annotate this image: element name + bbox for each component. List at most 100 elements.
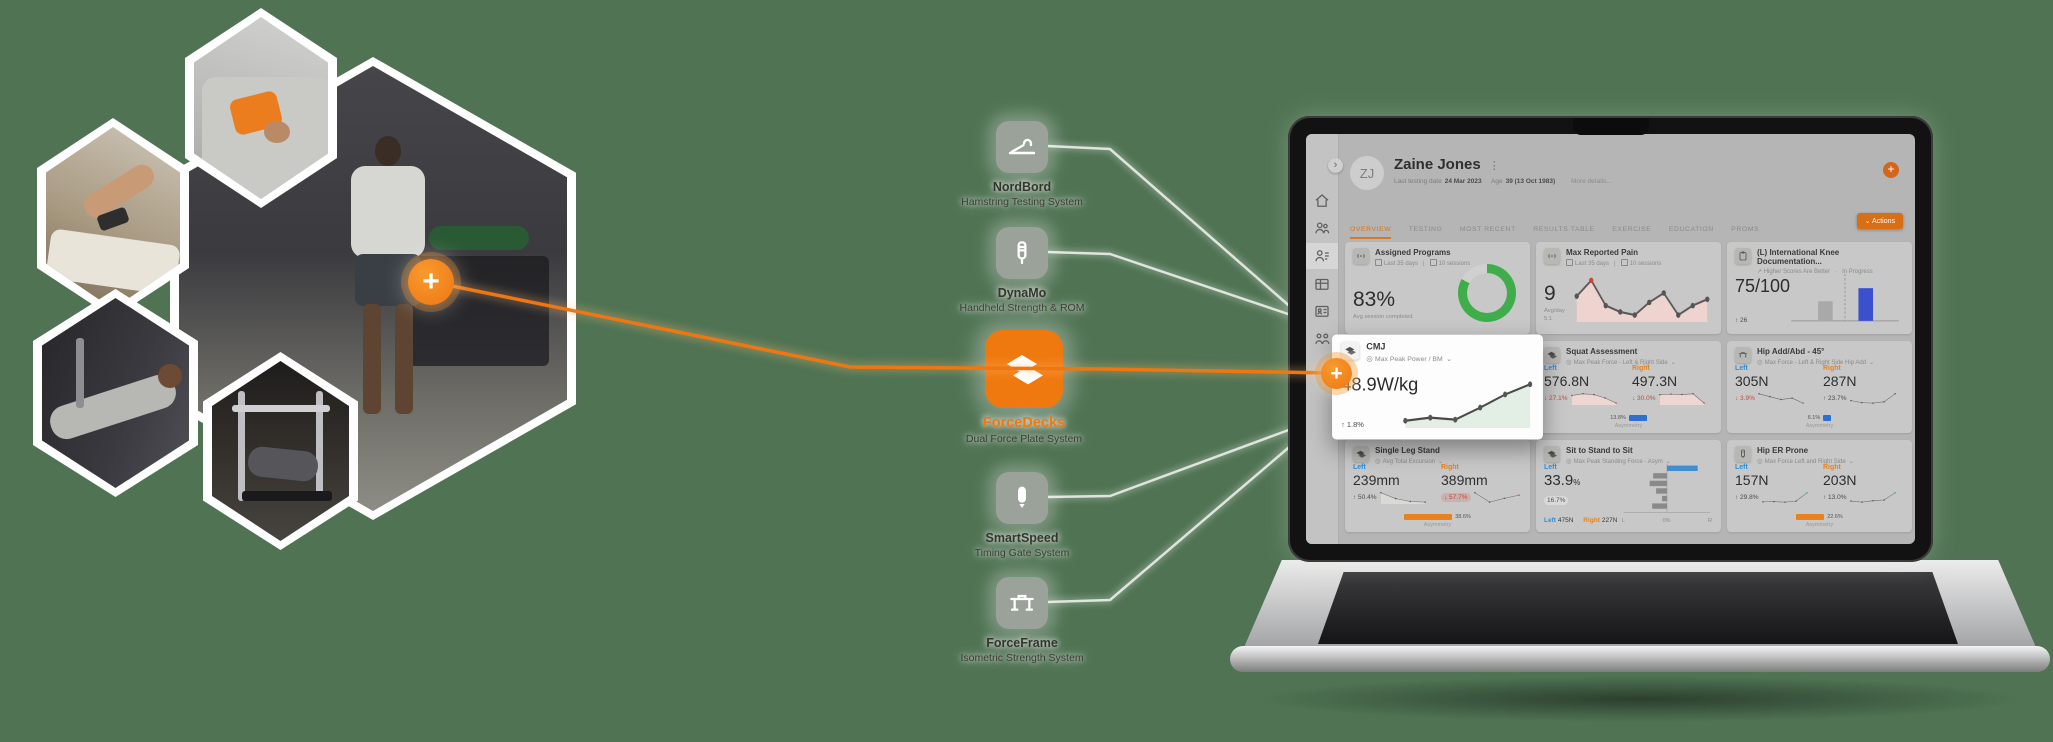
athlete-torso bbox=[351, 166, 425, 258]
last-testing-date: 24 Mar 2023 bbox=[1444, 178, 1482, 185]
card-squat-assessment[interactable]: Squat Assessment ◎Max Peak Force - Left … bbox=[1536, 341, 1721, 433]
tab-results-table[interactable]: RESULTS TABLE bbox=[1533, 226, 1595, 233]
home-icon[interactable] bbox=[1313, 192, 1331, 210]
sts-value: 33.9 bbox=[1544, 472, 1574, 489]
athlete-head bbox=[375, 136, 401, 166]
telehab-icon bbox=[1353, 248, 1369, 264]
footer-left-value: 475N bbox=[1557, 517, 1574, 524]
metric-selector[interactable]: ◎Max Force - Left & Right Side Hip Add⌄ bbox=[1757, 358, 1874, 366]
metric-selector[interactable]: ◎Max Force Left and Right Side⌄ bbox=[1757, 457, 1854, 465]
pain-trend-chart bbox=[1574, 270, 1710, 322]
chevron-down-icon: ⌄ bbox=[1864, 218, 1871, 225]
last-testing-label: Last testing date bbox=[1394, 178, 1442, 185]
card-title: Hip Add/Abd - 45° bbox=[1757, 347, 1825, 356]
right-trend-chart bbox=[1849, 391, 1896, 405]
right-column: Right 287N ↑ 23.7% bbox=[1823, 365, 1903, 405]
wire-forcedecks bbox=[451, 284, 1331, 375]
footer-right-label: Right bbox=[1583, 517, 1600, 524]
tab-proms[interactable]: PROMS bbox=[1731, 226, 1760, 233]
athlete-name: Zaine Jones bbox=[1394, 156, 1481, 173]
card-ikdc[interactable]: (L) International Knee Documentation... … bbox=[1727, 242, 1912, 334]
metric-selector[interactable]: ◎Max Peak Force - Left & Right Side⌄ bbox=[1566, 358, 1676, 366]
target-icon: ◎ bbox=[1757, 359, 1763, 366]
cmj-trend-chart bbox=[1403, 373, 1533, 429]
sidebar-expand-button[interactable]: › bbox=[1328, 158, 1343, 173]
card-assigned-programs[interactable]: Assigned Programs Last 35 days|10 sessio… bbox=[1345, 242, 1530, 334]
hexagon-plus-badge[interactable]: + bbox=[408, 259, 454, 305]
card-sit-to-stand[interactable]: Sit to Stand to Sit ◎Max Peak Standing F… bbox=[1536, 440, 1721, 532]
pain-caption-value: 5.1 bbox=[1544, 316, 1553, 322]
asymmetry-bar: 6.1% bbox=[1727, 415, 1912, 421]
product-node-forceframe: ForceFrame Isometric Strength System bbox=[912, 577, 1132, 664]
tab-education[interactable]: EDUCATION bbox=[1668, 226, 1714, 233]
product-name: NordBord bbox=[992, 180, 1052, 194]
compare-icon[interactable] bbox=[1313, 330, 1331, 348]
forcedecks-icon bbox=[1544, 446, 1560, 462]
card-title: Max Reported Pain bbox=[1566, 248, 1639, 257]
tab-overview[interactable]: OVERVIEW bbox=[1350, 226, 1392, 239]
camera-notch bbox=[1572, 118, 1649, 135]
cmj-value: 48.9W/kg bbox=[1341, 375, 1419, 395]
forcedecks-icon bbox=[985, 330, 1063, 408]
rig-crossbar bbox=[232, 405, 330, 412]
cmj-plus-badge[interactable]: + bbox=[1321, 358, 1352, 389]
calendar-icon bbox=[1566, 259, 1573, 266]
left-column: Left 305N ↓ 3.9% bbox=[1735, 365, 1815, 405]
product-tagline: Isometric Strength System bbox=[960, 652, 1084, 664]
results-table-icon[interactable] bbox=[1313, 275, 1331, 293]
right-delta: ↓ 57.7% bbox=[1441, 492, 1471, 502]
hand bbox=[264, 121, 290, 143]
axis-left: L bbox=[1622, 518, 1626, 524]
asymmetry-bar: 13.8% bbox=[1536, 415, 1721, 421]
ikdc-delta: ↑ 26 bbox=[1735, 317, 1748, 324]
athlete-name-row: Zaine Jones ⋮ bbox=[1394, 156, 1500, 173]
metric-selector[interactable]: ◎Max Peak Standing Force - Asym⌄ bbox=[1566, 457, 1671, 465]
card-hip-add-abd[interactable]: Hip Add/Abd - 45° ◎Max Force - Left & Ri… bbox=[1727, 341, 1912, 433]
forcedecks-icon bbox=[1353, 446, 1369, 462]
card-meta: Last 35 days|10 sessions bbox=[1566, 259, 1661, 267]
sts-axis-labels: L 0% R bbox=[1622, 518, 1712, 524]
more-menu-icon[interactable]: ⋮ bbox=[1488, 160, 1500, 172]
card-single-leg-stand[interactable]: Single Leg Stand ◎Avg Total Excursion⌄ L… bbox=[1345, 440, 1530, 532]
right-value: 203N bbox=[1823, 472, 1857, 488]
asymmetry-caption: Asymmetry bbox=[1614, 423, 1643, 429]
right-column: Right 497.3N ↓ 30.0% bbox=[1632, 365, 1712, 405]
donut-hole bbox=[1467, 273, 1507, 313]
chevron-down-icon: ⌄ bbox=[1869, 360, 1875, 366]
metric-label: Max Peak Standing Force - Asym bbox=[1573, 459, 1663, 465]
trend-icon: ↗ bbox=[1757, 269, 1763, 275]
programs-unit: % bbox=[1376, 288, 1396, 311]
product-tagline: Handheld Strength & ROM bbox=[959, 302, 1085, 314]
tab-most-recent[interactable]: MOST RECENT bbox=[1459, 226, 1516, 233]
product-node-smartspeed: SmartSpeed Timing Gate System bbox=[912, 472, 1132, 559]
product-tagline: Dual Force Plate System bbox=[965, 433, 1083, 445]
asymmetry-bar-fill bbox=[1404, 514, 1453, 520]
rig-upright bbox=[316, 391, 323, 501]
cmj-delta: ↑ 1.8% bbox=[1341, 421, 1364, 430]
profile-card-icon[interactable] bbox=[1313, 302, 1331, 320]
card-max-reported-pain[interactable]: Max Reported Pain Last 35 days|10 sessio… bbox=[1536, 242, 1721, 334]
programs-caption: Avg session completed bbox=[1353, 314, 1413, 320]
metric-selector[interactable]: ◎Max Peak Power / BM⌄ bbox=[1366, 354, 1452, 363]
actions-button[interactable]: ⌄ Actions bbox=[1856, 213, 1903, 229]
head bbox=[158, 364, 182, 388]
teams-icon[interactable] bbox=[1313, 219, 1331, 237]
more-details-link[interactable]: More details... bbox=[1570, 178, 1612, 185]
card-cmj[interactable]: CMJ ◎Max Peak Power / BM⌄ 48.9W/kg ↑ 1.8… bbox=[1332, 334, 1543, 440]
left-trend-chart bbox=[1758, 391, 1804, 405]
person-kneeling bbox=[246, 445, 320, 483]
chevron-down-icon: ⌄ bbox=[1446, 356, 1452, 364]
rig-upright bbox=[238, 391, 245, 501]
tab-testing[interactable]: TESTING bbox=[1408, 226, 1443, 233]
card-title: Assigned Programs bbox=[1375, 248, 1451, 257]
card-hip-er-prone[interactable]: Hip ER Prone ◎Max Force Left and Right S… bbox=[1727, 440, 1912, 532]
product-name: SmartSpeed bbox=[985, 531, 1059, 545]
athletes-icon[interactable] bbox=[1313, 247, 1331, 265]
metric-selector[interactable]: ◎Avg Total Excursion⌄ bbox=[1375, 457, 1443, 465]
right-value: 497.3N bbox=[1632, 373, 1678, 389]
right-label: Right bbox=[1441, 464, 1459, 471]
add-button[interactable]: + bbox=[1883, 162, 1899, 178]
asymmetry-value: 22.6% bbox=[1827, 514, 1843, 520]
tab-exercise[interactable]: EXERCISE bbox=[1612, 226, 1652, 233]
